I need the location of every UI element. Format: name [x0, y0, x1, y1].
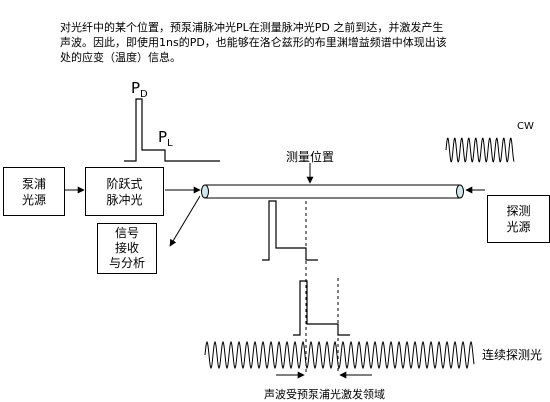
bottom-pulse-waveform: [293, 280, 350, 336]
step-pulse-box: 阶跃式 脉冲光: [85, 167, 164, 216]
cw-wave: [445, 137, 515, 163]
continuous-probe-wave: [204, 340, 475, 370]
optical-fiber: [201, 184, 464, 199]
pd-label: PD: [131, 79, 148, 100]
measure-position-label: 测量位置: [286, 150, 335, 164]
signal-analysis-label: 信号 接收 与分析: [108, 226, 145, 270]
guide-lines: [305, 201, 339, 372]
probe-source-box: 探测 光源: [487, 195, 550, 243]
step-pulse-label: 阶跃式 脉冲光: [106, 176, 143, 207]
cw-label: CW: [517, 121, 534, 132]
probe-source-label: 探测 光源: [506, 204, 531, 234]
intro-text: 对光纤中的某个位置，预泵浦脉冲光PL在测量脉冲光PD 之前到达，并激发产生 声波…: [60, 20, 500, 65]
continuous-probe-label: 连续探测光: [482, 348, 543, 362]
mid-pulse-waveform: [262, 200, 318, 261]
arrow-fiber-to-signal: [169, 195, 201, 247]
intro-line-1: 对光纤中的某个位置，预泵浦脉冲光PL在测量脉冲光PD 之前到达，并激发产生: [60, 21, 444, 34]
top-pulse-waveform: [124, 98, 220, 162]
acoustic-region-label: 声波受预泵浦光激发领域: [264, 388, 385, 401]
pump-source-box: 泵浦 光源: [3, 167, 65, 216]
pump-source-label: 泵浦 光源: [21, 176, 46, 207]
signal-analysis-box: 信号 接收 与分析: [97, 223, 157, 274]
intro-line-3: 处的应变（温度）信息。: [60, 51, 181, 64]
pl-label: PL: [158, 128, 173, 149]
intro-line-2: 声波。因此，即使用1ns的PD，也能够在洛仑兹形的布里渊增益频谱中体现出该: [60, 36, 447, 49]
